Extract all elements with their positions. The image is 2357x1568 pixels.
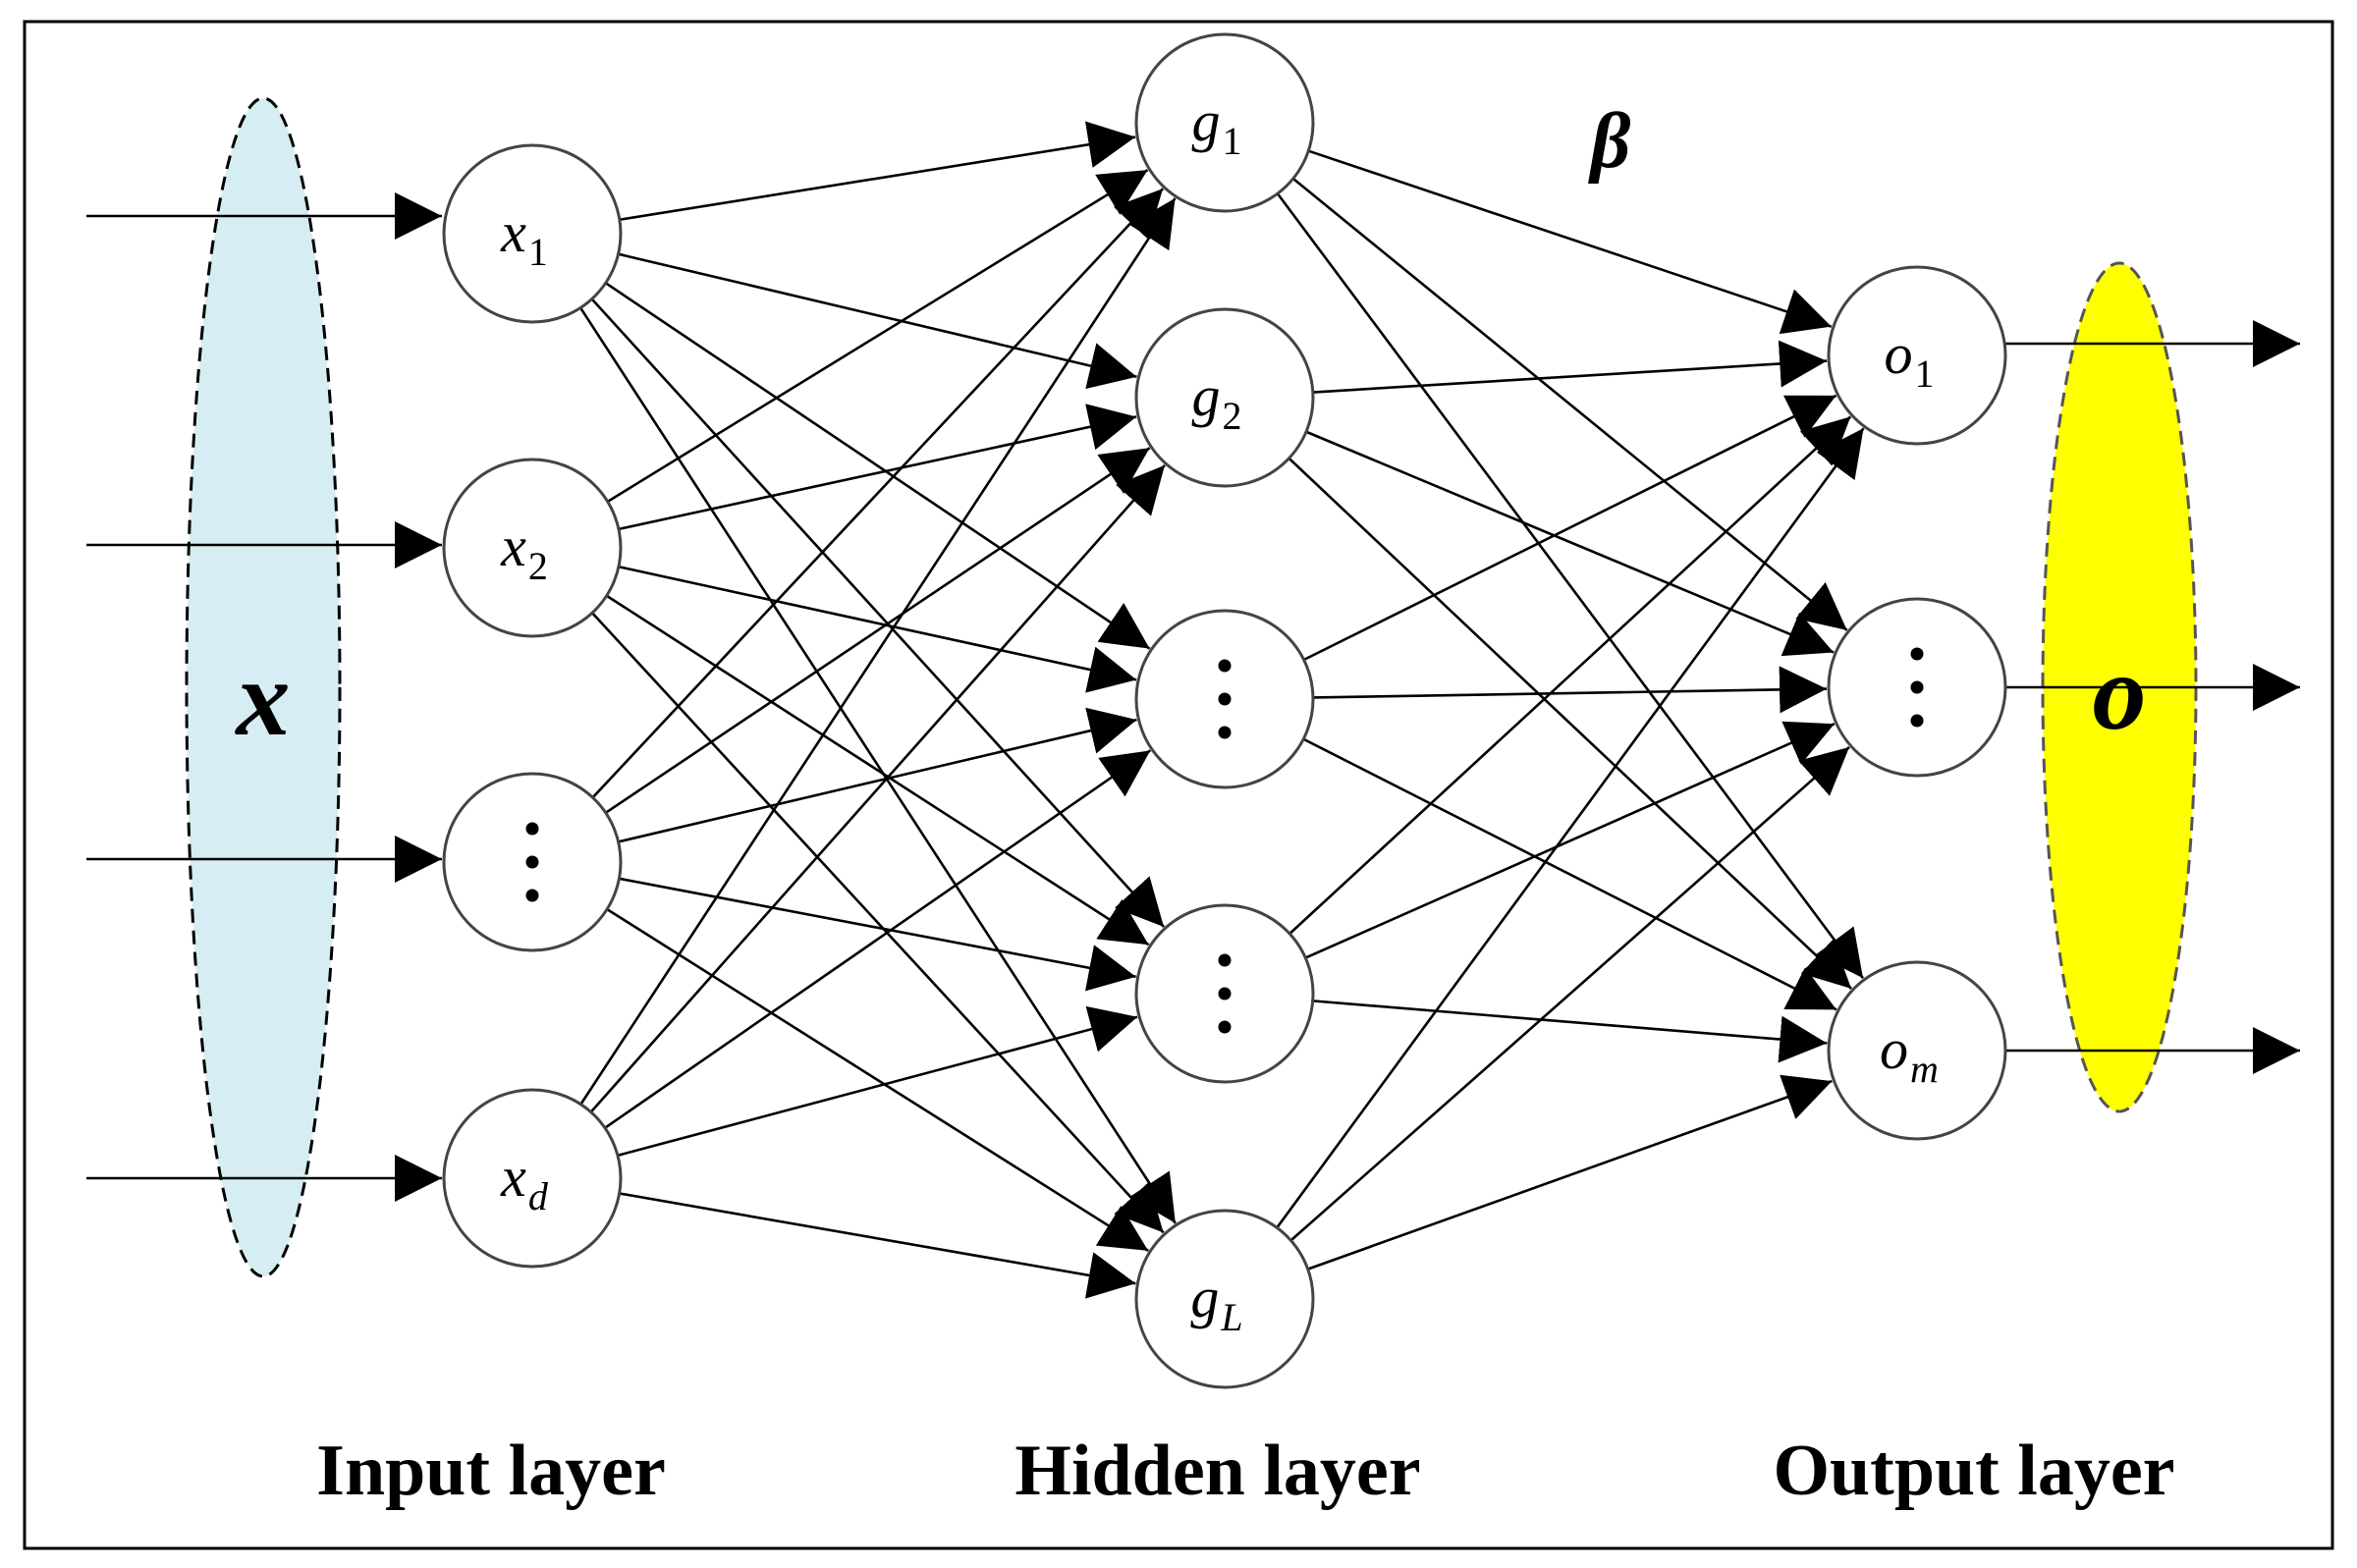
edge-x1-gdots1: [604, 282, 1151, 650]
ellipsis-dot: [1218, 692, 1232, 706]
ellipsis-dot: [1218, 1020, 1232, 1034]
edge-gdots1-odots: [1312, 666, 1828, 714]
input-vector-symbol: x: [235, 638, 291, 758]
input-vector-ellipse: [185, 96, 342, 1278]
edge-xd-g1: [579, 197, 1177, 1106]
input-node-circle: [442, 458, 623, 638]
edge-x2-gdots1: [618, 565, 1137, 693]
edge-g2-odots: [1305, 430, 1835, 657]
output-vector-symbol: o: [2093, 632, 2147, 752]
edge-x2-gL: [591, 612, 1165, 1234]
hidden-node-g1: g1: [1134, 32, 1315, 213]
diagram-frame: [23, 20, 2334, 1550]
edge-xdots-gdots2: [619, 877, 1136, 992]
edge-gdots1-om: [1302, 737, 1837, 1011]
io-lines: [86, 192, 2300, 1202]
edge-xdots-g2: [605, 447, 1151, 814]
hidden-node-label: gL: [1190, 1266, 1242, 1339]
ellipsis-dot: [1218, 659, 1232, 673]
edge-x1-gL: [578, 306, 1177, 1224]
ellipsis-dot: [525, 889, 539, 902]
input-node-label: x2: [500, 514, 548, 588]
ellipsis-dot: [1218, 953, 1232, 967]
edge-gdots2-om: [1312, 1000, 1828, 1063]
weights-beta-label: β: [1588, 98, 1631, 185]
hidden-node-gL: gL: [1134, 1209, 1315, 1389]
edge-xdots-gdots1: [618, 707, 1137, 843]
input-vector: x: [185, 96, 342, 1278]
ellipsis-dot: [1910, 714, 1924, 728]
edge-g2-o1: [1312, 340, 1828, 394]
ellipsis-dot: [525, 822, 539, 836]
output-node-om: om: [1827, 960, 2007, 1141]
output-node-circle: [1827, 960, 2007, 1141]
input-node-x1: x1: [442, 143, 623, 324]
edge-x2-g1: [607, 169, 1149, 504]
edge-x1-g2: [618, 252, 1137, 390]
edge-xd-gdots1: [604, 749, 1152, 1129]
hidden-node-g2: g2: [1134, 307, 1315, 488]
edge-xd-gL: [619, 1192, 1136, 1299]
edge-gL-o1: [1276, 427, 1865, 1229]
edge-xdots-g1: [591, 188, 1165, 799]
edge-xdots-gL: [606, 907, 1149, 1252]
input-node-label: x1: [500, 200, 548, 274]
output-node-circle: [1827, 265, 2007, 446]
edge-gL-om: [1307, 1074, 1833, 1271]
ellipsis-dot: [525, 855, 539, 869]
edge-gdots2-odots: [1304, 721, 1836, 959]
ellipsis-dot: [1218, 726, 1232, 739]
input-node-label: xd: [500, 1145, 549, 1218]
hidden-node-circle: [1134, 1209, 1315, 1389]
input-layer-label: Input layer: [316, 1431, 666, 1511]
edge-x1-gdots2: [590, 297, 1166, 928]
ellipsis-dot: [1910, 680, 1924, 694]
hidden-node-circle: [1134, 32, 1315, 213]
edge-x2-gdots2: [605, 594, 1150, 946]
edge-x1-g1: [619, 121, 1136, 222]
edge-gdots2-o1: [1288, 415, 1852, 935]
input-node-x2: x2: [442, 458, 623, 638]
hidden-node-gdots1: [1134, 609, 1315, 789]
network-nodes: x1 x2 xd g1 g2 gL o1 om: [442, 32, 2007, 1389]
edge-gL-odots: [1289, 745, 1850, 1242]
hidden-layer-label: Hidden layer: [1014, 1431, 1420, 1511]
output-node-o1: o1: [1827, 265, 2007, 446]
input-node-xd: xd: [442, 1088, 623, 1269]
input-node-circle: [442, 143, 623, 324]
edge-gdots1-o1: [1303, 394, 1837, 662]
edge-x2-g2: [618, 404, 1137, 531]
edge-xd-gdots2: [617, 1005, 1138, 1158]
ellipsis-dot: [1910, 647, 1924, 661]
input-node-circle: [442, 1088, 623, 1269]
connection-edges: [578, 121, 1865, 1299]
input-node-xdots: [442, 772, 623, 952]
edge-g1-om: [1276, 192, 1865, 980]
edge-g2-om: [1288, 457, 1852, 990]
hidden-node-circle: [1134, 307, 1315, 488]
ellipsis-dot: [1218, 987, 1232, 1000]
output-layer-label: Output layer: [1773, 1431, 2174, 1511]
edge-g1-o1: [1307, 149, 1833, 335]
hidden-node-gdots2: [1134, 903, 1315, 1084]
output-node-odots: [1827, 597, 2007, 778]
hidden-node-label: g2: [1192, 364, 1242, 438]
edge-xd-g2: [589, 463, 1166, 1113]
output-node-label: o1: [1885, 322, 1935, 396]
edge-g1-odots: [1291, 177, 1848, 631]
output-node-label: om: [1880, 1017, 1939, 1091]
hidden-node-label: g1: [1192, 89, 1242, 163]
